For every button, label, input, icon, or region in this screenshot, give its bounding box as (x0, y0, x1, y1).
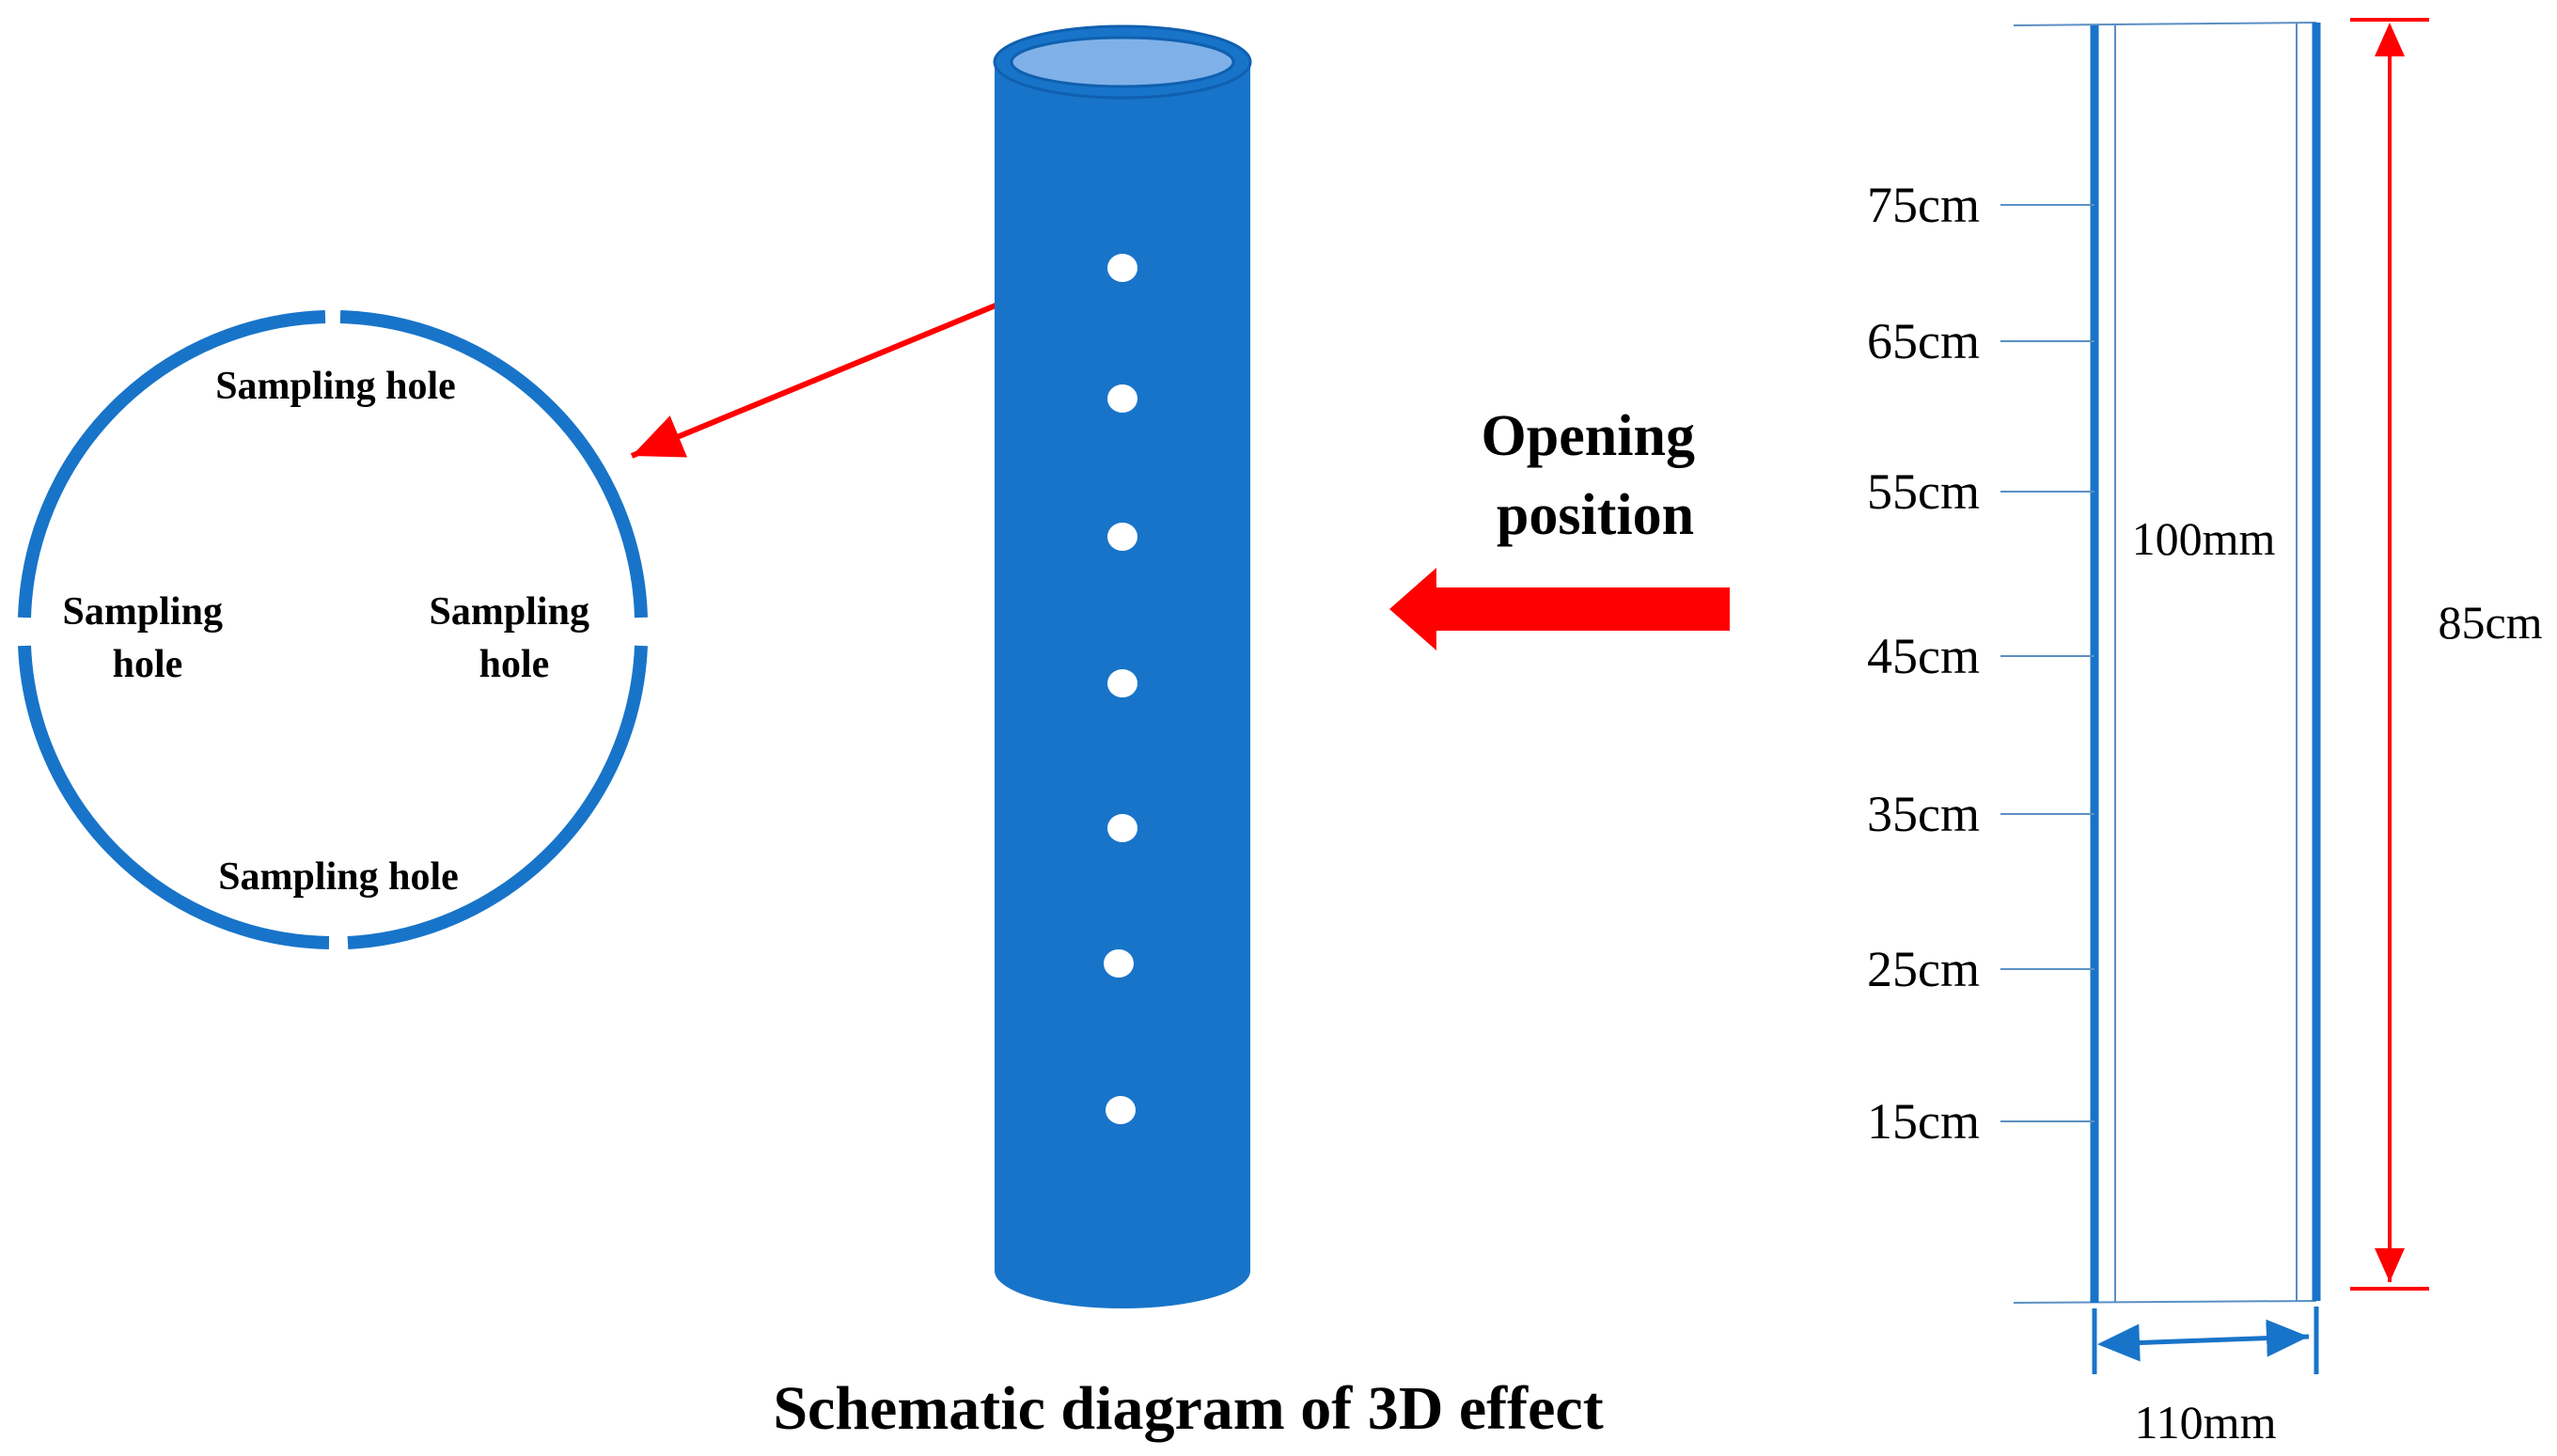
height-mark-label-7: 15cm (1867, 1093, 1980, 1150)
opening-position-label: Opening position (1482, 404, 1710, 547)
side-view: 75cm 65cm 55cm 45cm 35cm 25cm 15cm 100mm 110mm… (1867, 18, 2543, 1448)
height-mark-label-6: 25cm (1867, 941, 1980, 997)
sampling-hole-1 (1107, 254, 1137, 282)
cross-section-arc-top-right (339, 310, 648, 618)
sampling-hole-3 (1107, 523, 1137, 551)
cross-section: Sampling hole Sampling hole Sampling hol… (18, 310, 648, 949)
hole-label-bottom: Sampling hole (218, 855, 459, 899)
opening-position-line2: position (1497, 483, 1694, 547)
height-marks: 75cm 65cm 55cm 45cm 35cm 25cm 15cm (1867, 177, 2094, 1150)
inner-diameter-label: 100mm (2132, 512, 2276, 565)
total-height-label: 85cm (2438, 596, 2542, 649)
hole-label-top: Sampling hole (215, 365, 456, 408)
pipe-top-opening (1010, 36, 1235, 88)
cross-section-arc-top-left (18, 310, 326, 618)
pipe-holes (1104, 254, 1137, 1124)
side-view-bottom-edge (2013, 1300, 2317, 1304)
hole-label-left-line2: hole (113, 643, 183, 686)
sampling-hole-5 (1107, 814, 1137, 842)
height-mark-label-5: 35cm (1867, 786, 1980, 842)
outer-diameter-label: 110mm (2135, 1396, 2277, 1448)
opening-position-arrow (1389, 568, 1730, 650)
hole-label-right: Sampling hole (430, 590, 600, 686)
pipe-3d (993, 24, 1252, 1308)
height-mark-label-1: 75cm (1867, 177, 1980, 233)
hole-label-left: Sampling hole (63, 590, 233, 686)
height-mark-label-2: 65cm (1867, 313, 1980, 369)
height-mark-label-4: 45cm (1867, 628, 1980, 684)
hole-label-left-line1: Sampling (63, 590, 223, 634)
sampling-hole-7 (1106, 1096, 1136, 1124)
hole-label-right-line1: Sampling (430, 590, 589, 634)
sampling-hole-4 (1107, 669, 1137, 697)
cross-section-arc-bottom-right (347, 645, 648, 949)
cross-section-arc-bottom-left (18, 645, 330, 949)
hole-label-right-line2: hole (479, 643, 550, 686)
opening-position-line1: Opening (1482, 404, 1695, 468)
height-mark-label-3: 55cm (1867, 463, 1980, 520)
outer-diameter-dimension-line (2097, 1319, 2310, 1362)
diagram-caption: Schematic diagram of 3D effect (773, 1374, 1603, 1443)
side-view-top-edge (2013, 22, 2317, 26)
sampling-hole-2 (1107, 384, 1137, 413)
sampling-hole-6 (1104, 949, 1134, 978)
